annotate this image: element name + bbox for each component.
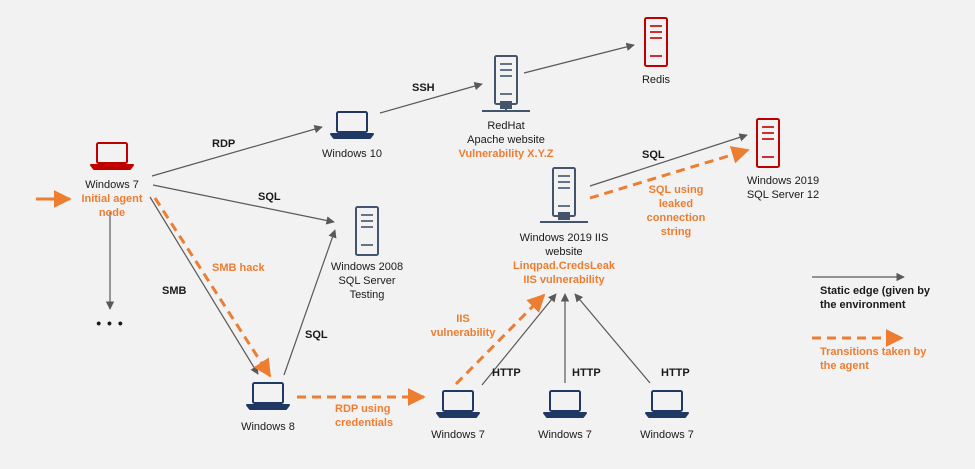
node-label-win10: Windows 10: [322, 148, 382, 160]
node-label-redhat-1: RedHat: [487, 120, 524, 132]
legend-transition-label-2: the agent: [820, 360, 869, 372]
node-label-redhat-2: Apache website: [467, 134, 545, 146]
transition-label-iis-2: vulnerability: [431, 327, 497, 339]
legend-static-label-2: the environment: [820, 299, 906, 311]
edge-label-ssh: SSH: [412, 82, 435, 94]
edge-rdp: [151, 125, 323, 177]
edge-label-http-3: HTTP: [661, 367, 690, 379]
node-label-win2019sql-1: Windows 2019: [747, 175, 819, 187]
laptop-icon: [246, 382, 290, 410]
node-label-redis: Redis: [642, 74, 671, 86]
laptop-icon: [543, 390, 587, 418]
node-label-win2008-2: SQL Server: [338, 275, 395, 287]
edge-label-sql-win8: SQL: [305, 329, 328, 341]
node-label-win2008-3: Testing: [350, 289, 385, 301]
edge-sql-top: [589, 133, 748, 187]
transition-sql: [589, 146, 750, 200]
transition-label-smb-hack: SMB hack: [212, 262, 265, 274]
transition-label-sql-3: connection: [647, 212, 706, 224]
laptop-icon: [90, 142, 134, 170]
transition-label-sql-2: leaked: [659, 198, 693, 210]
edge-smb: [149, 196, 259, 375]
node-label-win7-a: Windows 7: [431, 429, 485, 441]
server-icon: [552, 167, 576, 217]
edge-sql-win8: [283, 229, 337, 376]
static-edges: [105, 42, 748, 386]
node-label-win2008-1: Windows 2008: [331, 261, 403, 273]
node-label-iis-1: Windows 2019 IIS: [520, 232, 609, 244]
edge-label-sql-mid: SQL: [258, 191, 281, 203]
server-icon: [355, 206, 379, 256]
node-note-initial-2: node: [99, 207, 125, 219]
legend-transition-label-1: Transitions taken by: [820, 346, 927, 358]
edge-sql-mid: [152, 184, 335, 225]
transition-label-sql-1: SQL using: [649, 184, 704, 196]
laptop-icon: [436, 390, 480, 418]
transition-label-rdp-1: RDP using: [335, 403, 390, 415]
laptop-icon: [645, 390, 689, 418]
transition-label-sql-4: string: [661, 226, 692, 238]
server-network-icon: [482, 101, 530, 112]
transition-label-rdp-2: credentials: [335, 417, 393, 429]
transition-label-iis-1: IIS: [456, 313, 469, 325]
transition-iis: [454, 293, 546, 386]
node-label-win2019sql-2: SQL Server 12: [747, 189, 819, 201]
node-label-iis-2: website: [544, 246, 582, 258]
server-icon: [644, 17, 668, 67]
edge-http-3: [574, 293, 651, 384]
transition-smb-hack: [153, 197, 272, 378]
node-label-win8: Windows 8: [241, 421, 295, 433]
legend-static-label-1: Static edge (given by: [820, 285, 931, 297]
server-icon: [756, 118, 780, 168]
node-note-iis-1: Linqpad.CredsLeak: [513, 260, 616, 272]
legend: Static edge (given by the environment Tr…: [812, 272, 931, 372]
node-note-redhat: Vulnerability X.Y.Z: [459, 148, 554, 160]
edge-label-rdp: RDP: [212, 138, 235, 150]
edge-label-smb: SMB: [162, 285, 187, 297]
edge-redhat-redis: [523, 42, 635, 74]
node-label-win7-initial: Windows 7: [85, 179, 139, 191]
node-note-initial-1: Initial agent: [81, 193, 142, 205]
edge-label-http-2: HTTP: [572, 367, 601, 379]
ellipsis: • • •: [96, 315, 123, 331]
server-network-icon: [540, 212, 588, 223]
edge-ssh: [379, 82, 483, 114]
laptop-icon: [330, 111, 374, 139]
node-note-iis-2: IIS vulnerability: [523, 274, 605, 286]
transition-edges: [36, 146, 750, 406]
node-label-win7-b: Windows 7: [538, 429, 592, 441]
edge-label-sql-top: SQL: [642, 149, 665, 161]
edge-label-http-1: HTTP: [492, 367, 521, 379]
node-label-win7-c: Windows 7: [640, 429, 694, 441]
server-icon: [494, 55, 518, 105]
